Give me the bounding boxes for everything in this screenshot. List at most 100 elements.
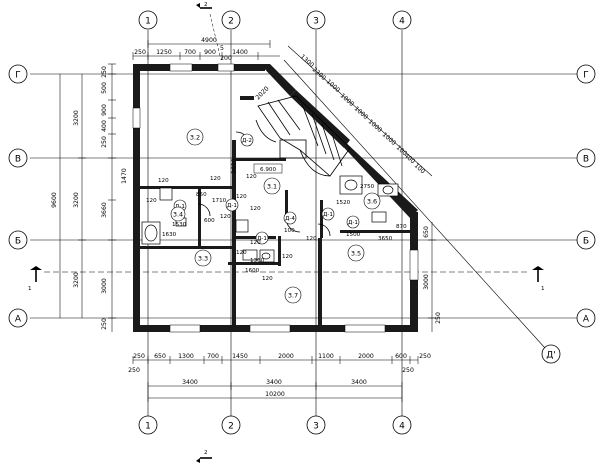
- note-21: 870: [396, 224, 407, 230]
- dim-left-900: 900: [101, 104, 108, 116]
- axis-label-g-right: Г: [583, 71, 589, 81]
- dim-diag-1300: 1300: [299, 53, 315, 69]
- door-tag-d4: Д-4: [285, 216, 295, 222]
- window-marks: [132, 63, 419, 333]
- note-12: 1710: [212, 198, 227, 204]
- axis-label-4-top: 4: [399, 17, 405, 27]
- dim-stair-width: 2620: [231, 158, 238, 174]
- dim-left-500: 500: [101, 82, 108, 94]
- dim-bottom-1100: 1100: [318, 353, 334, 360]
- axis-label-1-top: 1: [145, 17, 151, 27]
- axis-label-a-left: А: [15, 315, 22, 325]
- top-dimensions: 250 1250 700 900 1400 200 4900 5: [132, 37, 280, 62]
- note-13: 850: [196, 192, 207, 198]
- note-22: 1360: [250, 258, 265, 264]
- note-6: 120: [262, 276, 273, 282]
- dim-diag-1000-c: 1000: [353, 105, 369, 121]
- door-tag-d1-e: Д-1: [348, 220, 358, 226]
- note-23: 600: [204, 218, 215, 224]
- door-tag-d1-a: Д-1: [227, 203, 237, 209]
- dim-bottom-3400-c: 3400: [351, 379, 367, 386]
- dim-top-1250: 1250: [156, 49, 172, 56]
- dim-bottom-700: 700: [207, 353, 219, 360]
- dim-bottom-600: 600: [395, 353, 407, 360]
- dim-top-200: 200: [220, 55, 232, 62]
- dim-right-650: 650: [423, 226, 430, 238]
- dim-bottom-sub-250-a: 250: [128, 367, 140, 374]
- axis-label-3-bottom: 3: [313, 422, 319, 432]
- note-24: 120: [220, 214, 231, 220]
- room-3-1: 3.1: [267, 183, 277, 191]
- dim-left-400: 400: [101, 120, 108, 132]
- note-2: 120: [250, 206, 261, 212]
- axis-bubbles-bottom: 1 2 3 4: [138, 415, 412, 435]
- note-15: 120: [146, 198, 157, 204]
- note-3: 120: [236, 250, 247, 256]
- dim-bottom-250-a: 250: [133, 353, 145, 360]
- interior-walls: [140, 96, 410, 325]
- room-3-2: 3.2: [190, 134, 200, 142]
- section-mark-h-right: 1: [541, 286, 545, 292]
- dim-left-3200-a: 3200: [73, 110, 80, 126]
- dim-left-250-mid: 250: [101, 136, 108, 148]
- dim-diag-1000-e: 1000: [381, 131, 397, 147]
- door-tag-d1-c: Д-1: [257, 236, 267, 242]
- dim-diag-inner-2020: 2020: [254, 85, 270, 101]
- room-3-3: 3.3: [198, 255, 208, 263]
- dim-bottom-1450: 1450: [232, 353, 248, 360]
- axis-bubbles-left: Г В Б А: [8, 64, 28, 328]
- room-3-5: 3.5: [351, 250, 361, 258]
- axis-label-2-top: 2: [228, 17, 234, 27]
- room-tags: 3.2 3.1 3.3 3.4 3.5 3.6 3.7: [170, 128, 381, 304]
- stair: [255, 95, 351, 177]
- section-marks: 2 2 1 1: [28, 2, 545, 463]
- axis-bubble-diagonal: Д': [541, 344, 561, 364]
- dim-left-250-top: 250: [101, 66, 108, 78]
- note-9: 1600: [245, 268, 260, 274]
- dim-bottom-650: 650: [154, 353, 166, 360]
- dim-diag-1000-d: 1000: [367, 118, 383, 134]
- axis-label-v-right: В: [583, 155, 589, 165]
- bottom-dimensions: 250 650 1300 700 1450 2000 1100 2000 600…: [128, 353, 431, 402]
- axis-label-2-bottom: 2: [228, 422, 234, 432]
- dim-left-3660: 3660: [101, 202, 108, 218]
- dim-diag-100-b: 100: [413, 162, 427, 175]
- left-dimensions: 250 500 900 400 250 1470 3660 3000 250 3…: [51, 63, 128, 332]
- note-4: 120: [282, 254, 293, 260]
- room-3-6: 3.6: [367, 198, 377, 206]
- note-14: 120: [210, 176, 221, 182]
- diagonal-dimensions: 1300 2300 1000 1000 1000 1000 1000 100 4…: [231, 45, 433, 177]
- door-tag-d2: Д-2: [242, 138, 252, 144]
- door-tag-d1-d: Д-1: [323, 212, 333, 218]
- dim-left-250-bottom: 250: [101, 318, 108, 330]
- dim-right-250: 250: [435, 312, 442, 324]
- axis-label-4-bottom: 4: [399, 422, 405, 432]
- section-mark-v-bottom: 2: [204, 450, 208, 456]
- door-tag-d1-b: Д-1: [175, 204, 185, 210]
- room-3-7: 3.7: [288, 292, 298, 300]
- dim-top-700: 700: [184, 49, 196, 56]
- dim-right-3000: 3000: [423, 274, 430, 290]
- right-dimensions: 650 3000 250: [423, 222, 442, 332]
- note-19: 2750: [360, 184, 375, 190]
- note-1: 120: [236, 194, 247, 200]
- dim-top-900: 900: [204, 49, 216, 56]
- note-7: 120: [306, 236, 317, 242]
- axis-label-1-bottom: 1: [145, 422, 151, 432]
- fixtures: [141, 175, 399, 263]
- dim-bottom-250-b: 250: [419, 353, 431, 360]
- dim-top-5: 5: [220, 45, 224, 52]
- section-mark-v-top: 2: [204, 2, 208, 8]
- note-18: 1500: [346, 232, 361, 238]
- axis-label-b-left: Б: [15, 237, 21, 247]
- elevation-value: 6.900: [260, 167, 276, 173]
- dim-top-4900: 4900: [201, 37, 217, 44]
- dim-bottom-sub-250-b: 250: [402, 367, 414, 374]
- note-16: 1530: [172, 222, 187, 228]
- axis-label-3-top: 3: [313, 17, 319, 27]
- interior-annotations: 120 120 120 120 120 100 120 120 120 1600…: [146, 174, 407, 282]
- axis-label-a-right: А: [583, 315, 590, 325]
- axis-label-d-diagonal: Д': [546, 351, 556, 361]
- dim-top-250: 250: [134, 49, 146, 56]
- dim-diag-1000-b: 1000: [339, 92, 355, 108]
